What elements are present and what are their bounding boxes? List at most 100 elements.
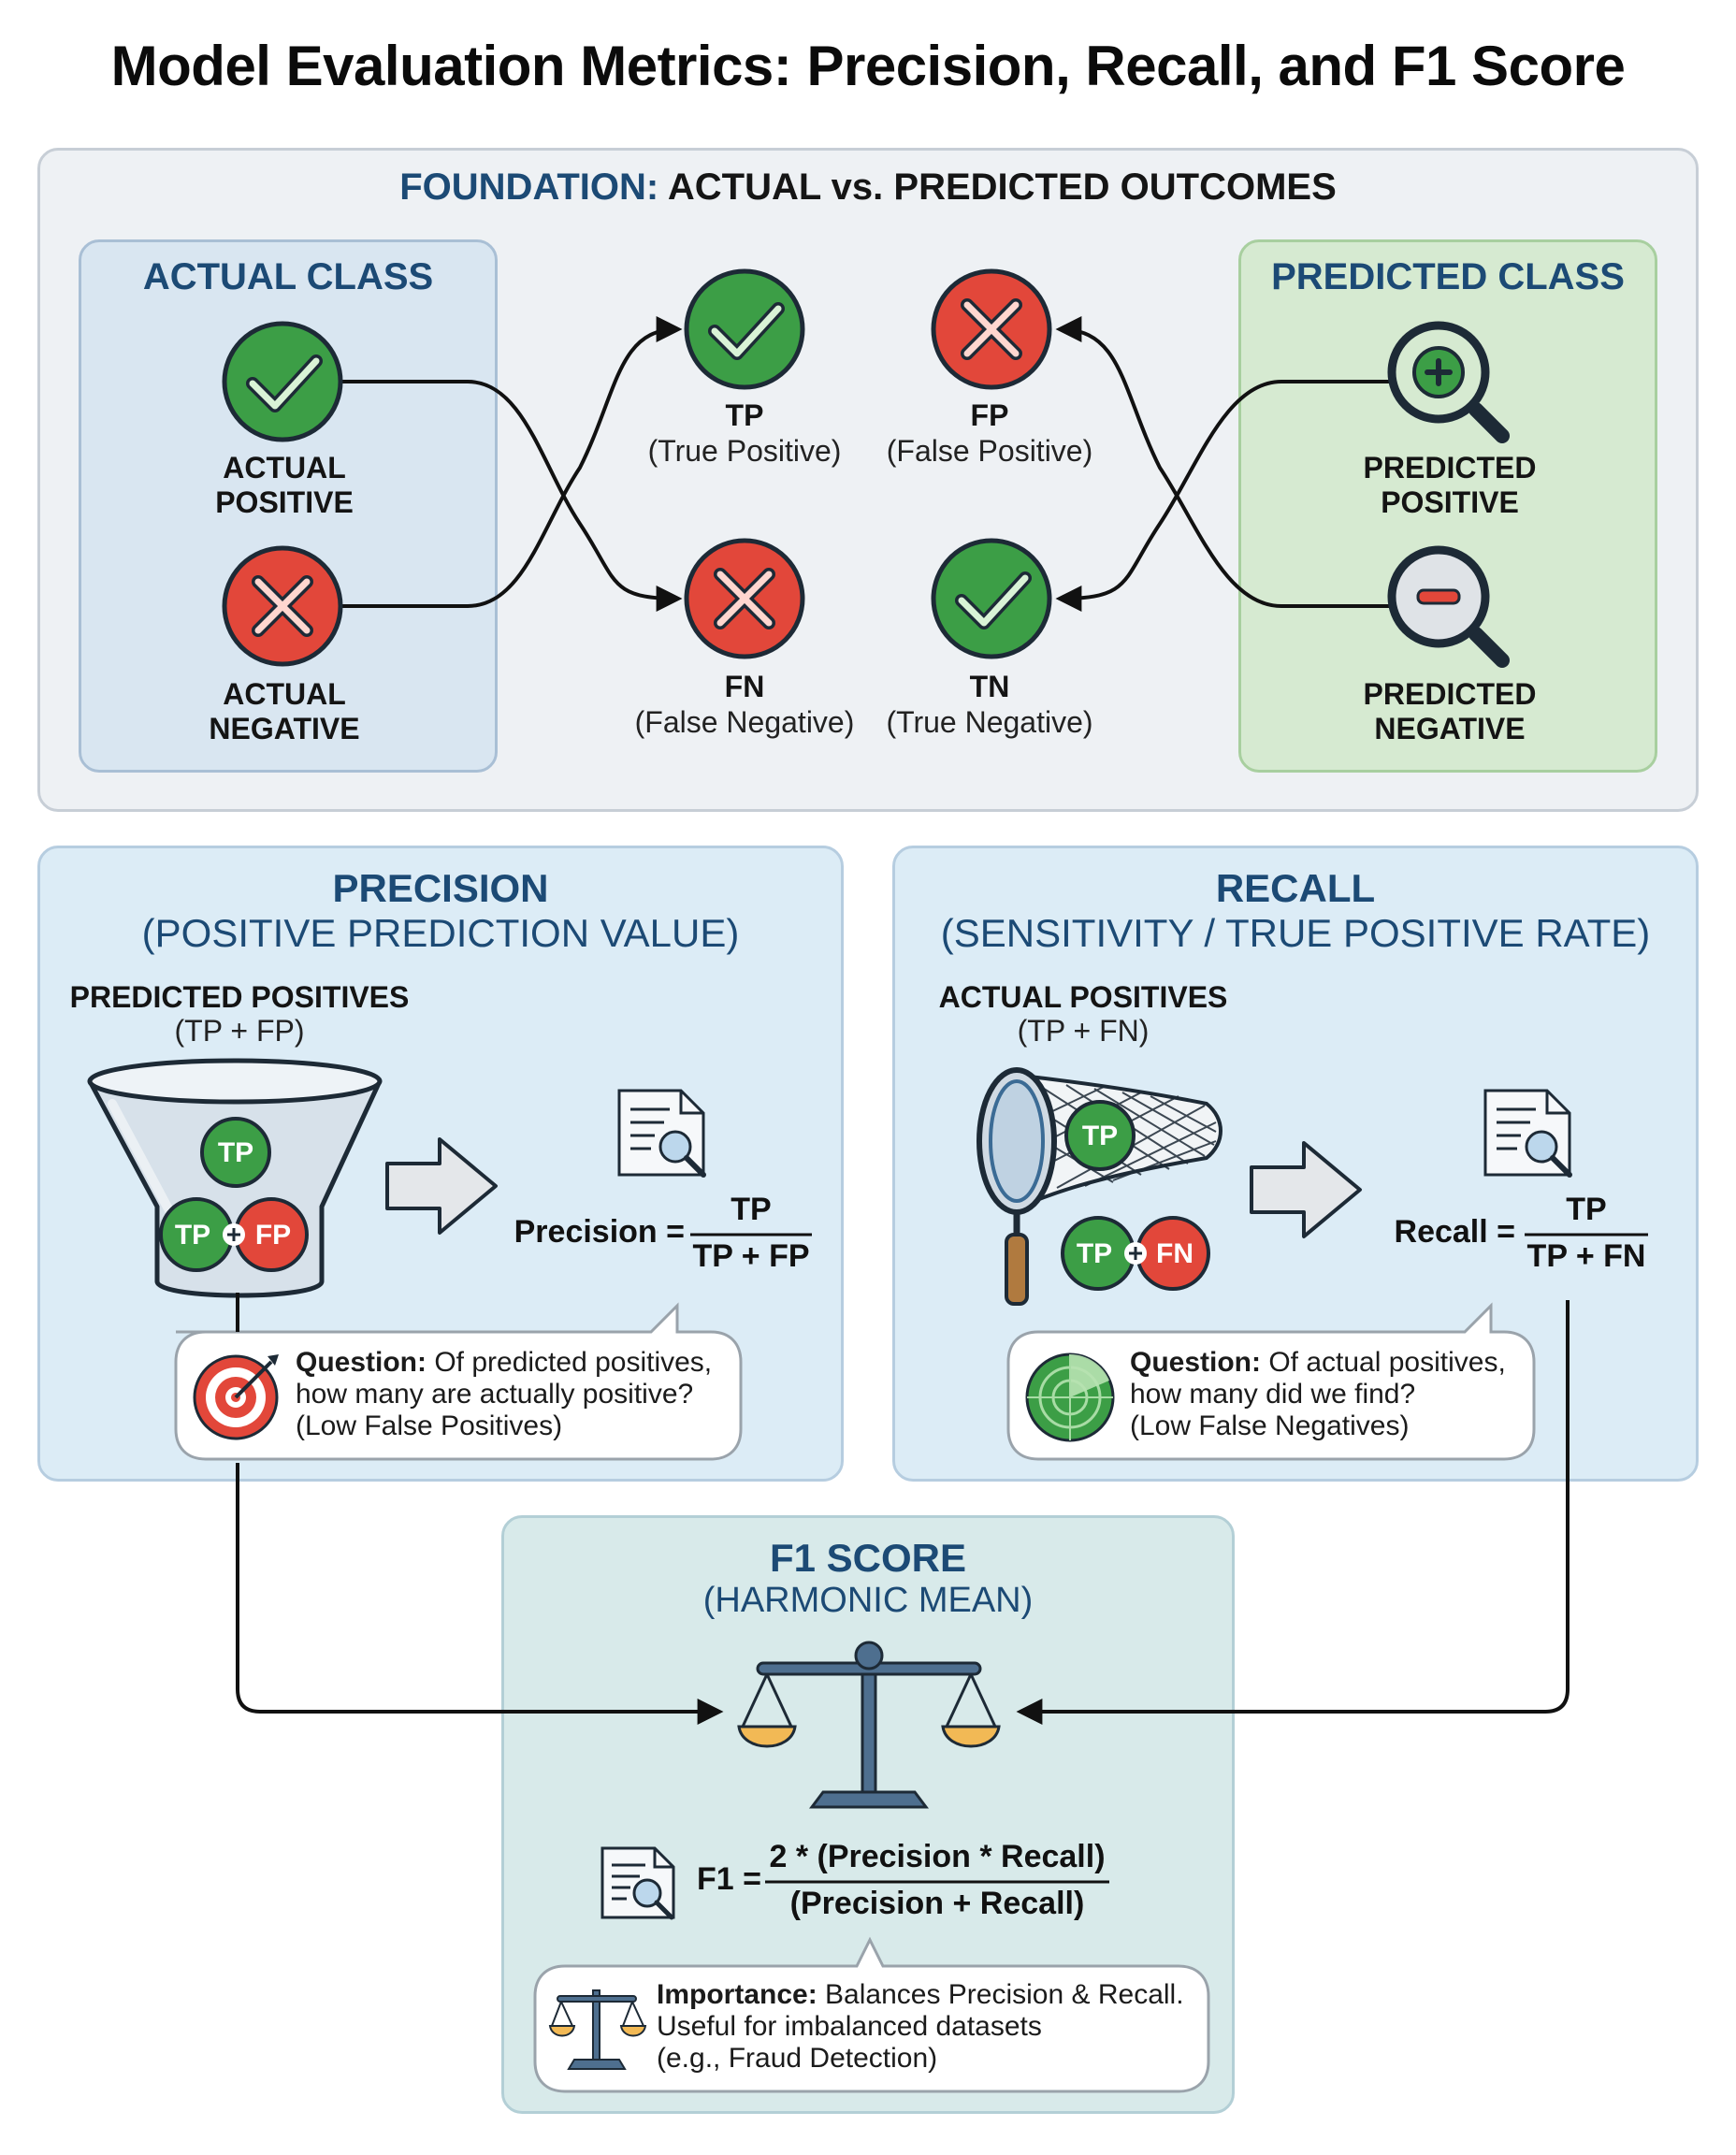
foundation-heading: FOUNDATION: ACTUAL vs. PREDICTED OUTCOME… bbox=[37, 166, 1699, 209]
recall-group-formula: (TP + FN) bbox=[1017, 1014, 1150, 1048]
fn-abbr: FN bbox=[724, 670, 765, 703]
predicted-to-outcome-connectors bbox=[1055, 316, 1394, 612]
precision-formula-lhs: Precision = bbox=[514, 1214, 685, 1250]
predicted-class-heading: PREDICTED CLASS bbox=[1271, 256, 1625, 297]
f1-importance-line3: (e.g., Fraud Detection) bbox=[657, 2043, 938, 2074]
f1-importance-line2: Useful for imbalanced datasets bbox=[657, 2011, 1042, 2042]
f1-formula-lhs: F1 = bbox=[697, 1861, 761, 1897]
connector-predicted-negative-fp bbox=[1055, 316, 1394, 608]
fp-cross-icon bbox=[931, 268, 1052, 390]
precision-document-search-icon bbox=[617, 1089, 706, 1178]
net-pair-right-text: FN bbox=[1156, 1238, 1194, 1269]
recall-question-bold: Question: bbox=[1130, 1347, 1261, 1378]
net-tp-fn-pair bbox=[1061, 1216, 1210, 1291]
f1-importance-line1-text: Balances Precision & Recall. bbox=[817, 1979, 1184, 2010]
recall-callout-shape bbox=[1006, 1302, 1536, 1461]
actual-positive-label: ACTUAL POSITIVE bbox=[172, 451, 397, 520]
f1-callout-shape bbox=[533, 1936, 1210, 2093]
predicted-negative-label: PREDICTED NEGATIVE bbox=[1319, 677, 1581, 746]
tn-full: (True Negative) bbox=[886, 705, 1093, 739]
connector-predicted-positive-tn bbox=[1055, 380, 1394, 612]
predicted-negative-line1: PREDICTED bbox=[1363, 677, 1537, 711]
precision-question-line1-text: Of predicted positives, bbox=[427, 1347, 713, 1378]
foundation-heading-prefix: FOUNDATION: bbox=[399, 166, 659, 208]
precision-denominator: TP + FP bbox=[692, 1238, 810, 1274]
f1-heading: F1 SCORE bbox=[769, 1536, 967, 1580]
precision-question: Question: Of predicted positives, how ma… bbox=[296, 1347, 735, 1442]
precision-flow-arrow-icon bbox=[385, 1137, 498, 1235]
recall-flow-arrow-icon bbox=[1250, 1141, 1362, 1238]
precision-numerator: TP bbox=[731, 1192, 772, 1227]
fp-abbr: FP bbox=[970, 398, 1009, 432]
actual-positive-line1: ACTUAL bbox=[223, 451, 346, 485]
precision-group-formula: (TP + FP) bbox=[174, 1014, 305, 1048]
precision-heading: PRECISION bbox=[332, 866, 549, 910]
f1-numerator: 2 * (Precision * Recall) bbox=[769, 1839, 1106, 1874]
precision-question-line1: Question: Of predicted positives, bbox=[296, 1347, 735, 1379]
fp-full: (False Positive) bbox=[886, 434, 1093, 468]
page-title: Model Evaluation Metrics: Precision, Rec… bbox=[110, 35, 1626, 97]
tp-check-icon bbox=[684, 268, 805, 390]
recall-heading: RECALL bbox=[1215, 866, 1376, 910]
balance-scale-icon bbox=[737, 1641, 1001, 1809]
tn-check-icon bbox=[931, 538, 1052, 659]
predicted-positive-magnifier-icon bbox=[1387, 321, 1510, 443]
predicted-negative-line2: NEGATIVE bbox=[1374, 712, 1526, 745]
predicted-positive-line2: POSITIVE bbox=[1381, 485, 1519, 519]
funnel-tp-bubble bbox=[200, 1117, 271, 1188]
radar-icon bbox=[1025, 1352, 1115, 1442]
funnel-pair-right-text: FP bbox=[254, 1220, 292, 1251]
precision-subheading: (POSITIVE PREDICTION VALUE) bbox=[141, 911, 740, 955]
f1-document-search-icon bbox=[600, 1846, 675, 1920]
f1-importance: Importance: Balances Precision & Recall.… bbox=[657, 1979, 1208, 2075]
tp-full: (True Positive) bbox=[647, 434, 842, 468]
recall-question-line2: how many did we find? bbox=[1130, 1379, 1416, 1410]
f1-denominator: (Precision + Recall) bbox=[789, 1886, 1085, 1921]
predicted-negative-magnifier-icon bbox=[1387, 545, 1510, 668]
fn-full: (False Negative) bbox=[634, 705, 855, 739]
recall-question: Question: Of actual positives, how many … bbox=[1130, 1347, 1532, 1442]
actual-positive-line2: POSITIVE bbox=[215, 485, 354, 519]
actual-negative-cross-icon bbox=[222, 545, 343, 667]
tn-abbr: TN bbox=[969, 670, 1010, 703]
butterfly-net-icon bbox=[976, 1067, 1222, 1306]
target-icon bbox=[193, 1354, 279, 1440]
recall-question-line1-text: Of actual positives, bbox=[1261, 1347, 1506, 1378]
foundation-heading-rest: ACTUAL vs. PREDICTED OUTCOMES bbox=[667, 166, 1337, 208]
precision-question-line2: how many are actually positive? bbox=[296, 1379, 694, 1410]
connector-actual-negative-tp bbox=[342, 316, 683, 608]
precision-question-bold: Question: bbox=[296, 1347, 427, 1378]
recall-numerator: TP bbox=[1566, 1192, 1607, 1227]
funnel-tp-text: TP bbox=[217, 1137, 254, 1168]
predicted-positive-label: PREDICTED POSITIVE bbox=[1319, 451, 1581, 520]
actual-class-heading: ACTUAL CLASS bbox=[142, 256, 434, 297]
predicted-positive-line1: PREDICTED bbox=[1363, 451, 1537, 485]
actual-to-outcome-connectors bbox=[342, 316, 683, 612]
recall-question-line1: Question: Of actual positives, bbox=[1130, 1347, 1532, 1379]
recall-document-search-icon bbox=[1483, 1089, 1572, 1178]
net-tp-text: TP bbox=[1081, 1121, 1119, 1151]
net-pair-left-text: TP bbox=[1076, 1238, 1113, 1269]
recall-formula-lhs: Recall = bbox=[1394, 1214, 1515, 1250]
funnel-tp-fp-pair bbox=[159, 1197, 309, 1272]
precision-to-f1-connector bbox=[236, 1463, 724, 1725]
actual-negative-line1: ACTUAL bbox=[223, 677, 346, 711]
actual-positive-check-icon bbox=[222, 321, 343, 442]
f1-subheading: (HARMONIC MEAN) bbox=[702, 1581, 1034, 1620]
tp-abbr: TP bbox=[725, 398, 764, 432]
connector-actual-positive-fn bbox=[342, 380, 683, 612]
recall-question-line3: (Low False Negatives) bbox=[1130, 1410, 1410, 1441]
recall-subheading: (SENSITIVITY / TRUE POSITIVE RATE) bbox=[940, 911, 1651, 955]
fn-cross-icon bbox=[684, 538, 805, 659]
funnel-pair-left-text: TP bbox=[174, 1220, 211, 1251]
f1-importance-bold: Importance: bbox=[657, 1979, 817, 2010]
actual-negative-line2: NEGATIVE bbox=[209, 712, 360, 745]
recall-denominator: TP + FN bbox=[1526, 1238, 1646, 1274]
precision-group-label: PREDICTED POSITIVES bbox=[69, 980, 410, 1014]
recall-to-f1-connector bbox=[1016, 1300, 1570, 1725]
precision-callout-shape bbox=[174, 1302, 743, 1461]
small-balance-scale-icon bbox=[548, 1989, 647, 2070]
f1-importance-line1: Importance: Balances Precision & Recall. bbox=[657, 1979, 1208, 2011]
recall-group-label: ACTUAL POSITIVES bbox=[938, 980, 1228, 1014]
